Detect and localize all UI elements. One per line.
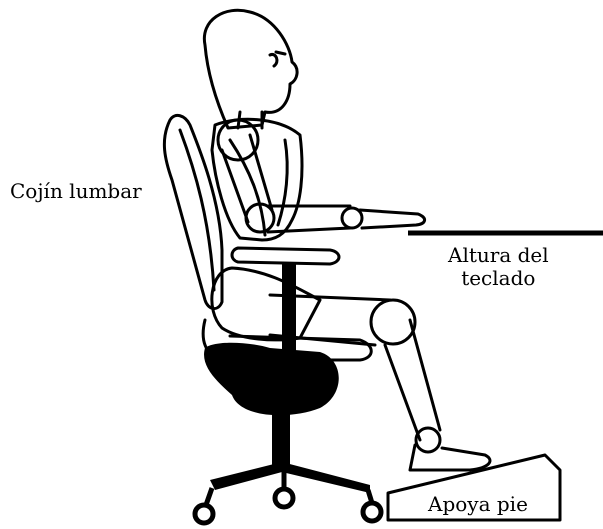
- keyboard-height-label-line-1: Altura del: [448, 244, 549, 267]
- keyboard-height-label-line-2: teclado: [448, 267, 549, 290]
- caster-center: [275, 489, 293, 507]
- hip: [212, 268, 320, 340]
- footrest-label: Apoya pie: [428, 493, 528, 516]
- torso-line-2: [278, 140, 287, 225]
- armrest: [232, 248, 339, 264]
- caster-left-stem: [206, 488, 212, 505]
- eye: [276, 52, 285, 54]
- caster-left: [195, 505, 213, 523]
- seat-base: [204, 343, 339, 416]
- upper-arm: [222, 135, 272, 222]
- hand: [360, 210, 425, 228]
- chair-column: [272, 395, 290, 465]
- caster-right: [363, 503, 381, 521]
- head: [204, 10, 297, 128]
- keyboard-height-label: Altura del teclado: [448, 244, 549, 290]
- lumbar-cushion-label: Cojín lumbar: [10, 180, 142, 203]
- shin: [385, 320, 440, 440]
- knee-joint: [371, 300, 415, 344]
- ear: [270, 54, 277, 66]
